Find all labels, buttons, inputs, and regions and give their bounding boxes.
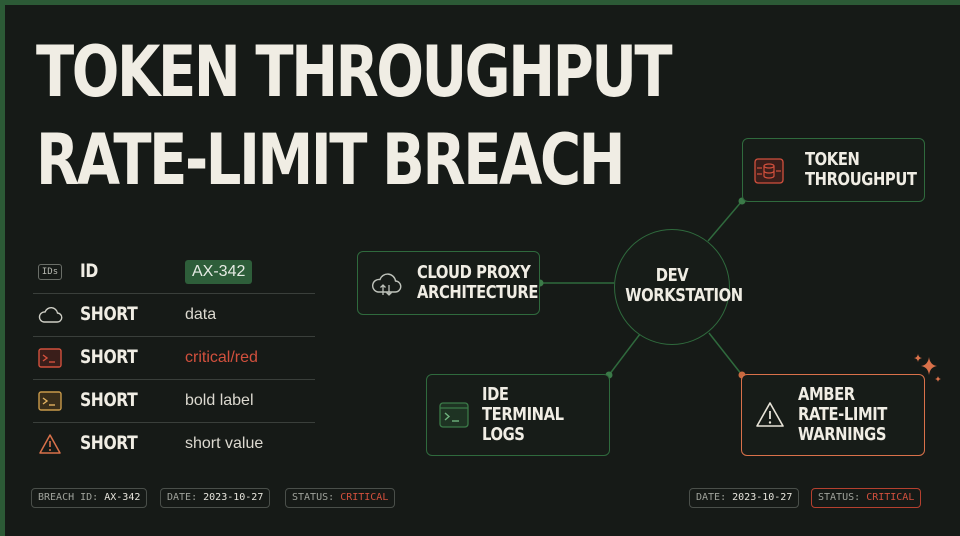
- legend-value: data: [185, 306, 217, 323]
- legend-table: IDs ID AX-342 SHORT data SHORT critical/…: [33, 251, 315, 466]
- legend-row-terminal-red: SHORT critical/red: [33, 337, 315, 380]
- footer-right-date-tag: DATE: 2023-10-27: [689, 488, 800, 508]
- legend-value-pill: AX-342: [185, 260, 253, 284]
- hub-label: DEV WORKSTATION: [625, 265, 743, 306]
- footer-breach-id-tag: BREACH ID: AX-342: [31, 488, 148, 508]
- legend-value-critical: critical/red: [185, 349, 258, 366]
- terminal-amber-icon: [37, 390, 63, 412]
- sparkle-icon: [914, 354, 941, 382]
- node-cloud-proxy[interactable]: CLOUD PROXY ARCHITECTURE: [357, 251, 540, 315]
- legend-row-cloud: SHORT data: [33, 294, 315, 337]
- terminal-red-icon: [37, 347, 63, 369]
- legend-key: SHORT: [80, 389, 138, 411]
- cloud-icon: [37, 304, 63, 326]
- legend-row-warning: SHORT short value: [33, 423, 315, 466]
- ids-badge-icon: IDs: [37, 261, 63, 283]
- legend-row-terminal-amber: SHORT bold label: [33, 380, 315, 423]
- node-label: IDE TERMINAL LOGS: [482, 384, 564, 445]
- legend-key: SHORT: [80, 303, 138, 325]
- title-line-1: TOKEN THROUGHPUT: [36, 31, 673, 113]
- hub-dev-workstation[interactable]: DEV WORKSTATION: [614, 229, 743, 345]
- node-amber-rate-limit-warnings[interactable]: AMBER RATE-LIMIT WARNINGS: [741, 374, 925, 456]
- legend-row-id: IDs ID AX-342: [33, 251, 315, 294]
- warning-icon: [755, 401, 785, 434]
- cloud-upload-icon: [369, 270, 403, 303]
- connector-ide: [608, 333, 641, 376]
- legend-value: short value: [185, 435, 264, 452]
- footer-date-tag: DATE: 2023-10-27: [160, 488, 271, 508]
- node-token-throughput[interactable]: TOKEN THROUGHPUT: [742, 138, 925, 202]
- connector-token: [707, 200, 743, 242]
- node-label: AMBER RATE-LIMIT WARNINGS: [798, 384, 887, 445]
- footer-status-tag: STATUS: CRITICAL: [285, 488, 396, 508]
- legend-key: ID: [80, 260, 98, 282]
- connector-amber: [708, 332, 743, 376]
- node-ide-terminal-logs[interactable]: IDE TERMINAL LOGS: [426, 374, 610, 456]
- title-line-2: RATE-LIMIT BREACH: [36, 119, 626, 201]
- footer-right-status-tag: STATUS: CRITICAL: [811, 488, 922, 508]
- terminal-icon: [439, 402, 469, 433]
- legend-key: SHORT: [80, 432, 138, 454]
- legend-value: bold label: [185, 392, 254, 409]
- legend-key: SHORT: [80, 346, 138, 368]
- warning-icon: [37, 433, 63, 455]
- node-label: TOKEN THROUGHPUT: [805, 149, 917, 190]
- node-label: CLOUD PROXY ARCHITECTURE: [417, 262, 539, 303]
- page-title: TOKEN THROUGHPUT RATE-LIMIT BREACH: [36, 28, 716, 204]
- database-flow-icon: [754, 158, 784, 189]
